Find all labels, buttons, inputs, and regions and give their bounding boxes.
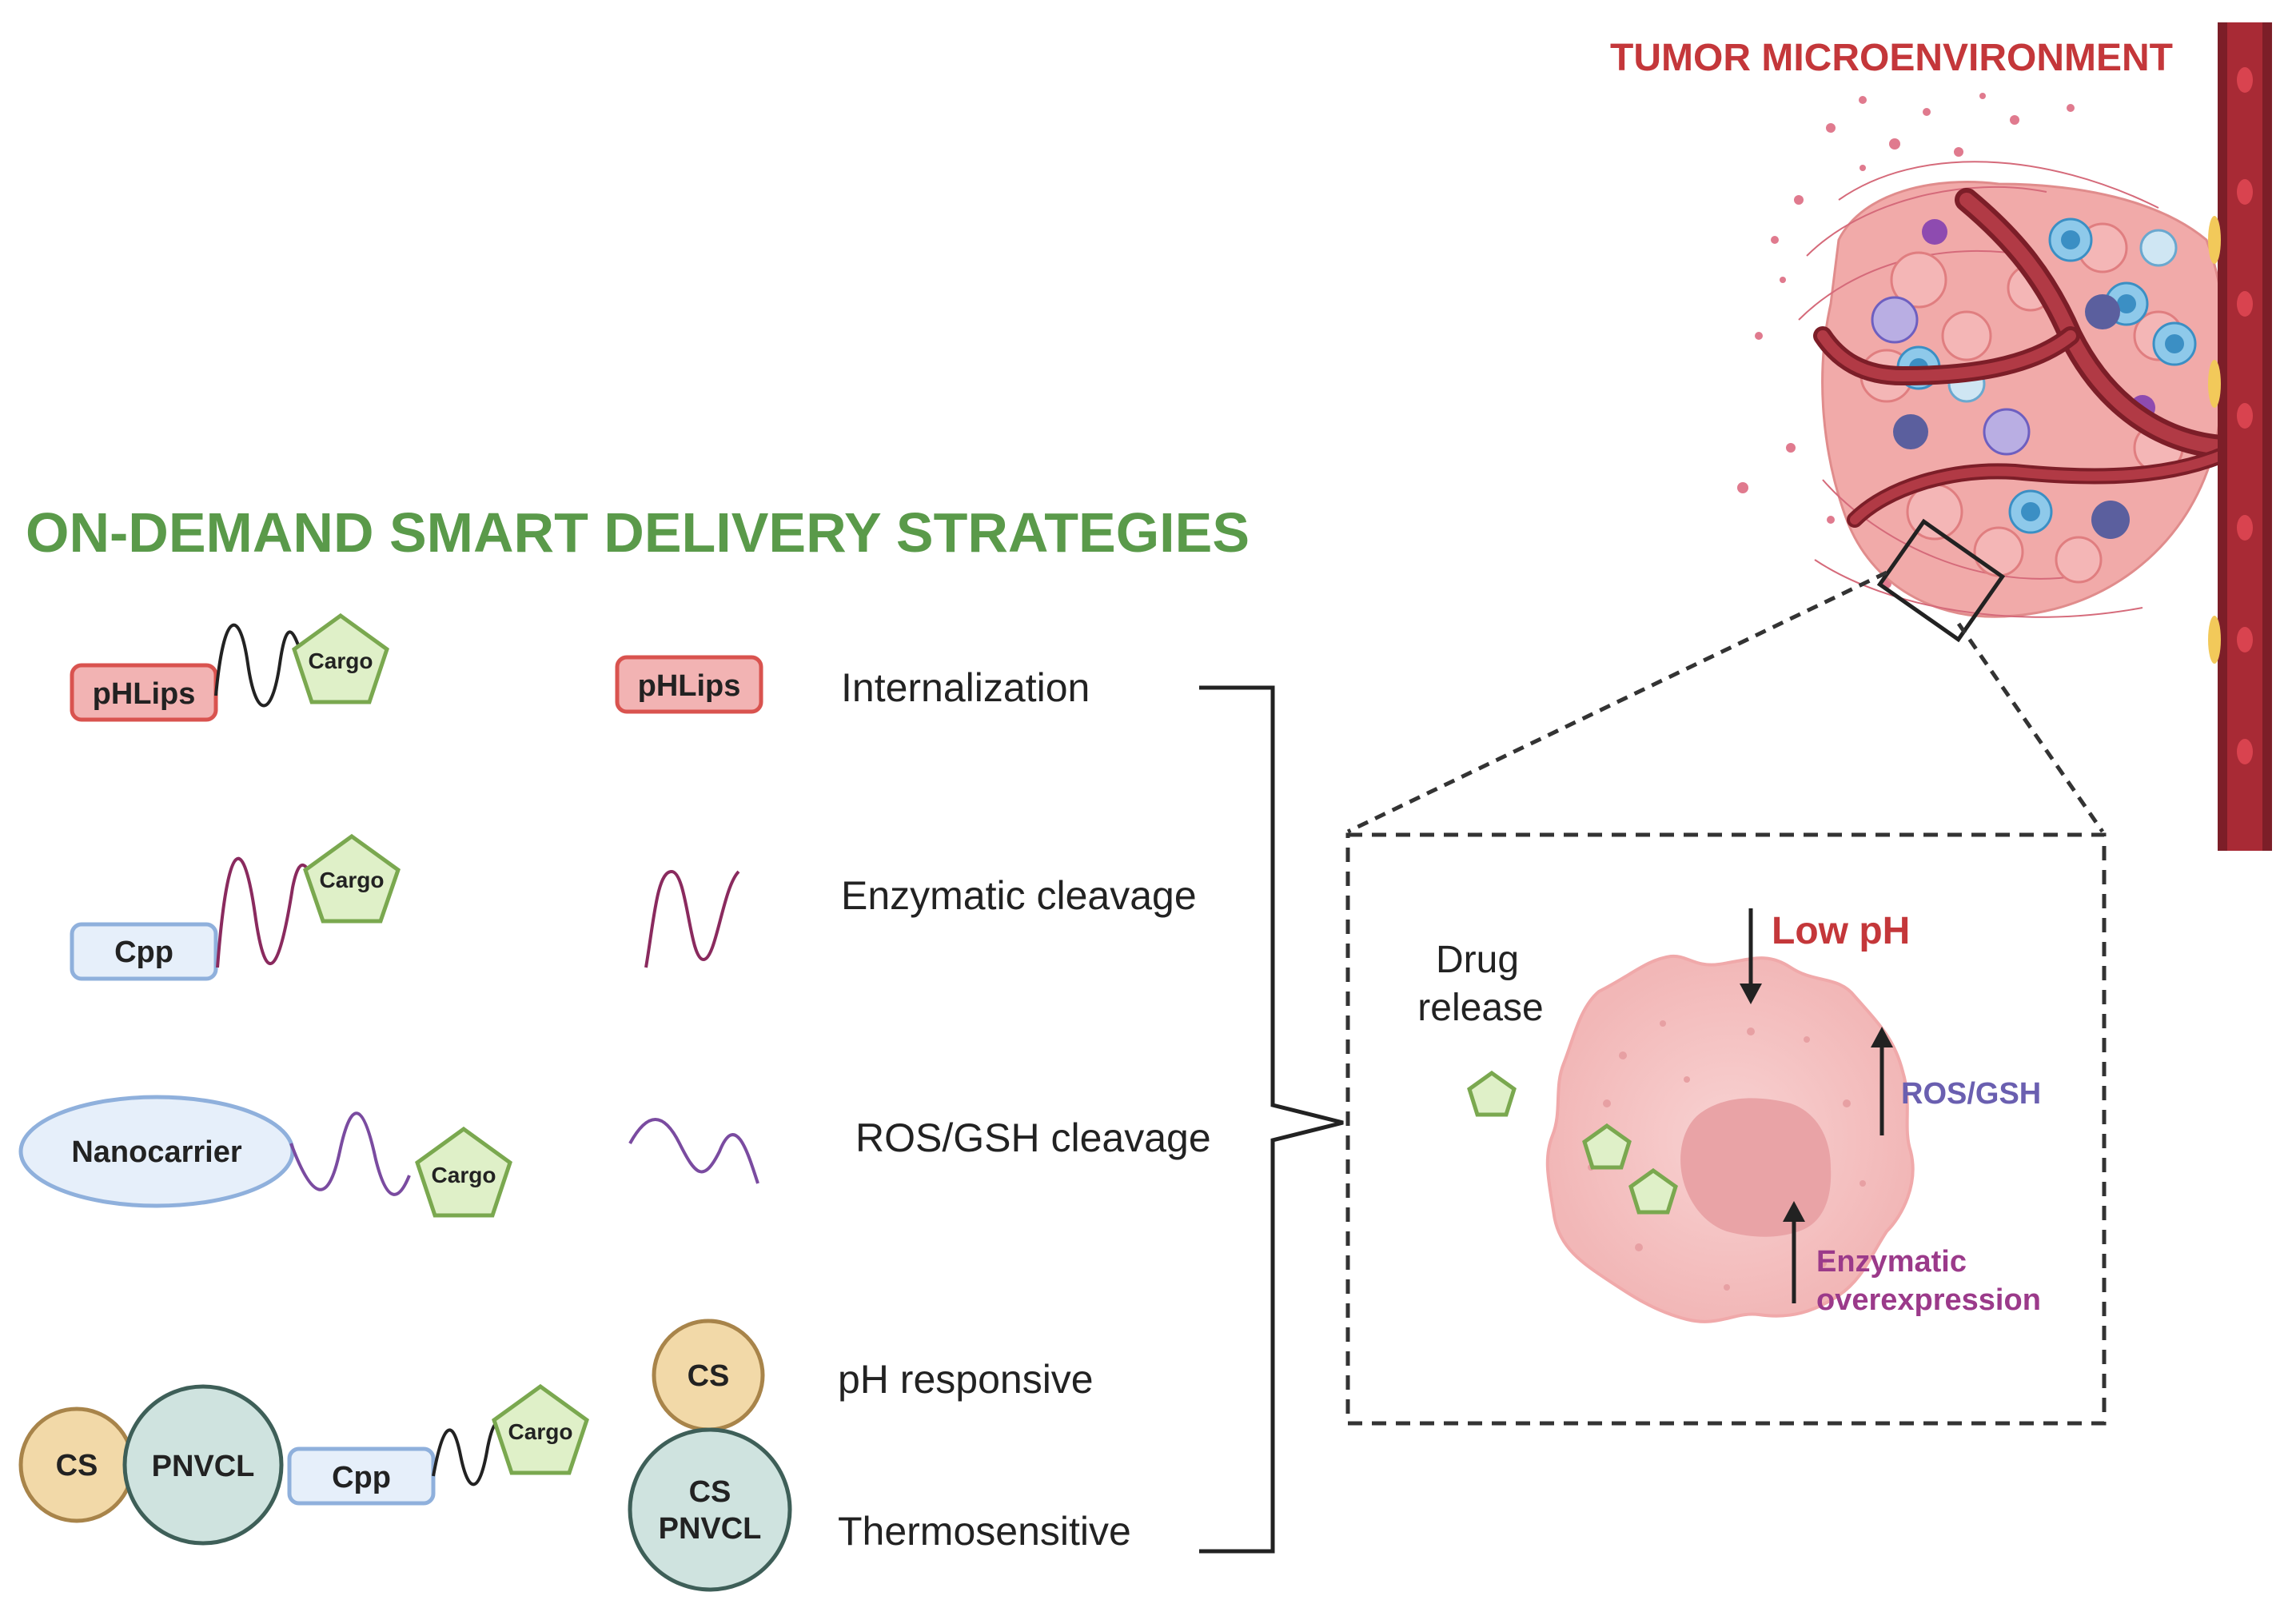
strategy-bracket: [1199, 685, 1344, 1554]
tumor-cell: [1545, 954, 1915, 1323]
drug-pentagon: [1628, 1167, 1678, 1215]
strategy-ph-responsive: pH responsive: [838, 1357, 1094, 1402]
zoom-selector: [1876, 518, 2006, 643]
construct-cpp-cargo: Cargo: [320, 868, 385, 892]
construct-phlips-cargo: Cargo: [309, 648, 373, 673]
construct-nanocarrier: Nanocarrier Cargo: [18, 1095, 512, 1218]
drug-pentagon: [1582, 1123, 1632, 1170]
blood-vessel: [2208, 22, 2272, 851]
tumor-label: TUMOR MICROENVIRONMENT: [1610, 37, 2173, 79]
component-cs: CS: [652, 1319, 765, 1432]
tumor-illustration: [1737, 22, 2272, 851]
enzymatic-label-line2: overexpression: [1816, 1283, 2041, 1317]
strategy-enzymatic-cleavage: Enzymatic cleavage: [841, 873, 1197, 918]
zoom-lines: [1346, 570, 2105, 834]
ros-gsh-arrowhead: [1871, 1027, 1893, 1047]
drug-release-label-line2: release: [1417, 987, 1543, 1029]
component-cs-pnvcl-line2: PNVCL: [659, 1512, 762, 1546]
ros-gsh-label: ROS/GSH: [1901, 1077, 2041, 1111]
strategy-internalization: Internalization: [841, 665, 1090, 710]
construct-cpp: Cpp Cargo: [70, 833, 401, 981]
enzymatic-label-line1: Enzymatic: [1816, 1245, 1967, 1279]
component-ros-linker: [628, 1118, 759, 1184]
low-ph-arrowhead: [1740, 984, 1762, 1004]
construct-thermo: CS PNVCL Cpp Cargo: [18, 1383, 589, 1546]
construct-cpp-carrier: Cpp: [114, 936, 173, 969]
component-cs-pnvcl-line1: CS: [689, 1475, 731, 1509]
cell-nucleus: [1680, 1098, 1832, 1237]
component-peptide-linker: [644, 869, 740, 968]
construct-phlips-carrier: pHLips: [93, 677, 196, 711]
strategy-thermosensitive: Thermosensitive: [838, 1509, 1131, 1554]
component-phlips: pHLips: [615, 655, 763, 714]
construct-phlips: pHLips Cargo: [70, 612, 389, 722]
construct-nanocarrier-carrier: Nanocarrier: [71, 1135, 242, 1169]
drug-release-label-line1: Drug: [1436, 939, 1519, 981]
component-cs-pnvcl: CS PNVCL: [628, 1427, 792, 1592]
construct-thermo-pnvcl: PNVCL: [152, 1450, 255, 1483]
construct-thermo-cpp: Cpp: [332, 1461, 391, 1494]
page-title: ON-DEMAND SMART DELIVERY STRATEGIES: [26, 501, 1250, 564]
component-cs-label: CS: [688, 1359, 730, 1393]
construct-nanocarrier-cargo: Cargo: [432, 1163, 496, 1187]
strategy-ros-gsh-cleavage: ROS/GSH cleavage: [855, 1115, 1211, 1160]
tumor-vessels: [1813, 188, 2250, 528]
drug-pentagon: [1467, 1070, 1517, 1117]
enzymatic-arrowhead: [1783, 1201, 1805, 1222]
low-ph-label: Low pH: [1772, 910, 1910, 952]
component-phlips-label: pHLips: [638, 669, 741, 703]
construct-thermo-cargo: Cargo: [508, 1419, 573, 1444]
construct-thermo-cs: CS: [56, 1449, 98, 1482]
